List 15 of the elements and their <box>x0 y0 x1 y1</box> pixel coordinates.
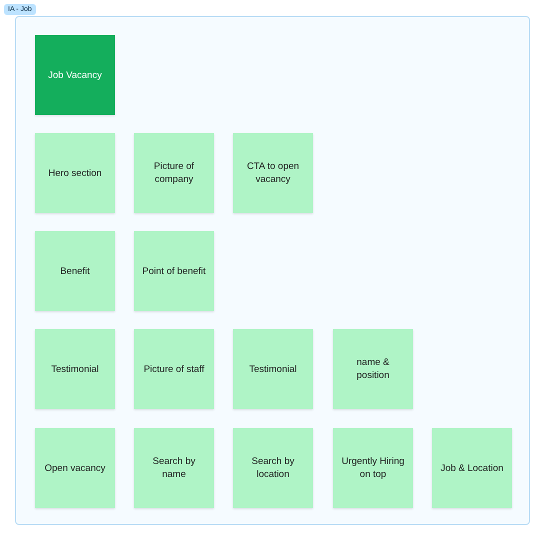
sticky-note: Urgently Hiring on top <box>333 428 413 508</box>
sticky-note: Search by name <box>134 428 214 508</box>
sticky-note: Search by location <box>233 428 313 508</box>
sticky-note: Job & Location <box>432 428 512 508</box>
sticky-note: Point of benefit <box>134 231 214 311</box>
sticky-note: Testimonial <box>233 329 313 409</box>
sticky-note: name & position <box>333 329 413 409</box>
sticky-note: Picture of company <box>134 133 214 213</box>
sticky-note: Benefit <box>35 231 115 311</box>
sticky-note: CTA to open vacancy <box>233 133 313 213</box>
sticky-note: Job Vacancy <box>35 35 115 115</box>
sticky-note: Open vacancy <box>35 428 115 508</box>
sticky-note: Hero section <box>35 133 115 213</box>
sticky-note: Picture of staff <box>134 329 214 409</box>
sticky-note: Testimonial <box>35 329 115 409</box>
